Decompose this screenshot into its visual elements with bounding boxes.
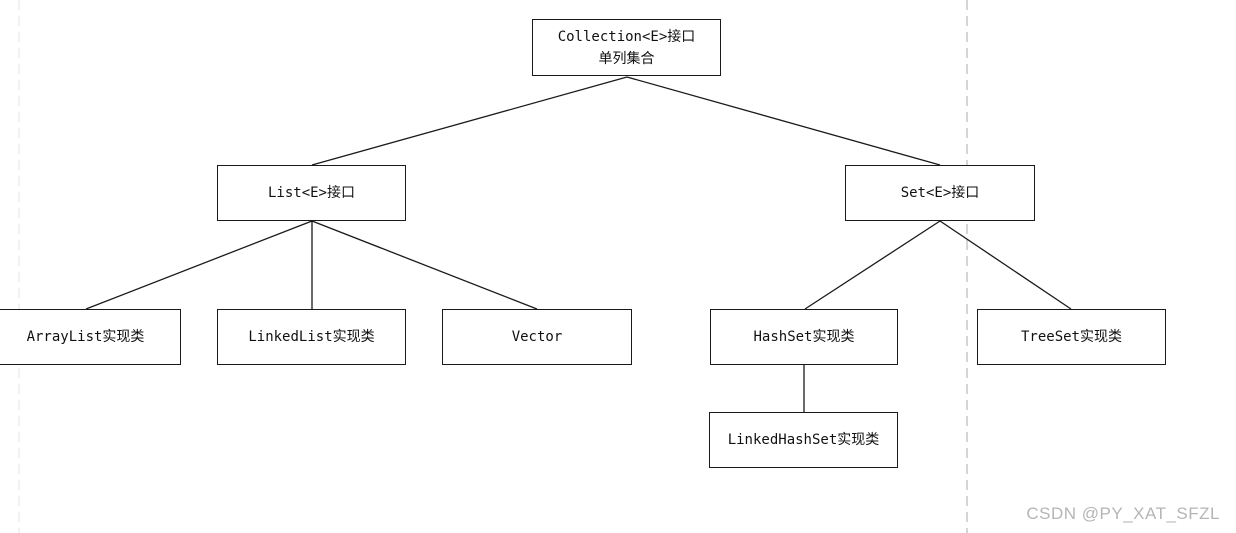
node-label: TreeSet实现类 [1020, 329, 1122, 345]
node-label: HashSet实现类 [753, 329, 855, 345]
edge-collection-set [626, 76, 941, 166]
node-collection-interface: Collection<E>接口 单列集合 [532, 19, 721, 76]
edge-list-arraylist [85, 220, 313, 310]
node-vector-class: Vector [442, 309, 632, 365]
node-linkedhashset-class: LinkedHashSet实现类 [709, 412, 898, 468]
node-label: ArrayList实现类 [26, 329, 145, 345]
edge-collection-list [311, 76, 628, 166]
node-set-interface: Set<E>接口 [845, 165, 1035, 221]
node-label: Vector [511, 329, 563, 345]
node-label: Set<E>接口 [900, 185, 980, 201]
node-label-line2: 单列集合 [598, 50, 655, 67]
node-label: LinkedHashSet实现类 [727, 432, 880, 448]
edge-set-hashset [804, 220, 941, 310]
node-treeset-class: TreeSet实现类 [977, 309, 1166, 365]
csdn-watermark: CSDN @PY_XAT_SFZL [1026, 504, 1220, 523]
node-linkedlist-class: LinkedList实现类 [217, 309, 406, 365]
node-list-interface: List<E>接口 [217, 165, 406, 221]
edge-set-treeset [939, 220, 1072, 310]
node-hashset-class: HashSet实现类 [710, 309, 898, 365]
node-arraylist-class: ArrayList实现类 [0, 309, 181, 365]
node-label: LinkedList实现类 [248, 329, 375, 345]
edge-list-vector [311, 220, 538, 310]
node-label-line1: Collection<E>接口 [557, 28, 696, 45]
node-label: List<E>接口 [267, 185, 355, 201]
